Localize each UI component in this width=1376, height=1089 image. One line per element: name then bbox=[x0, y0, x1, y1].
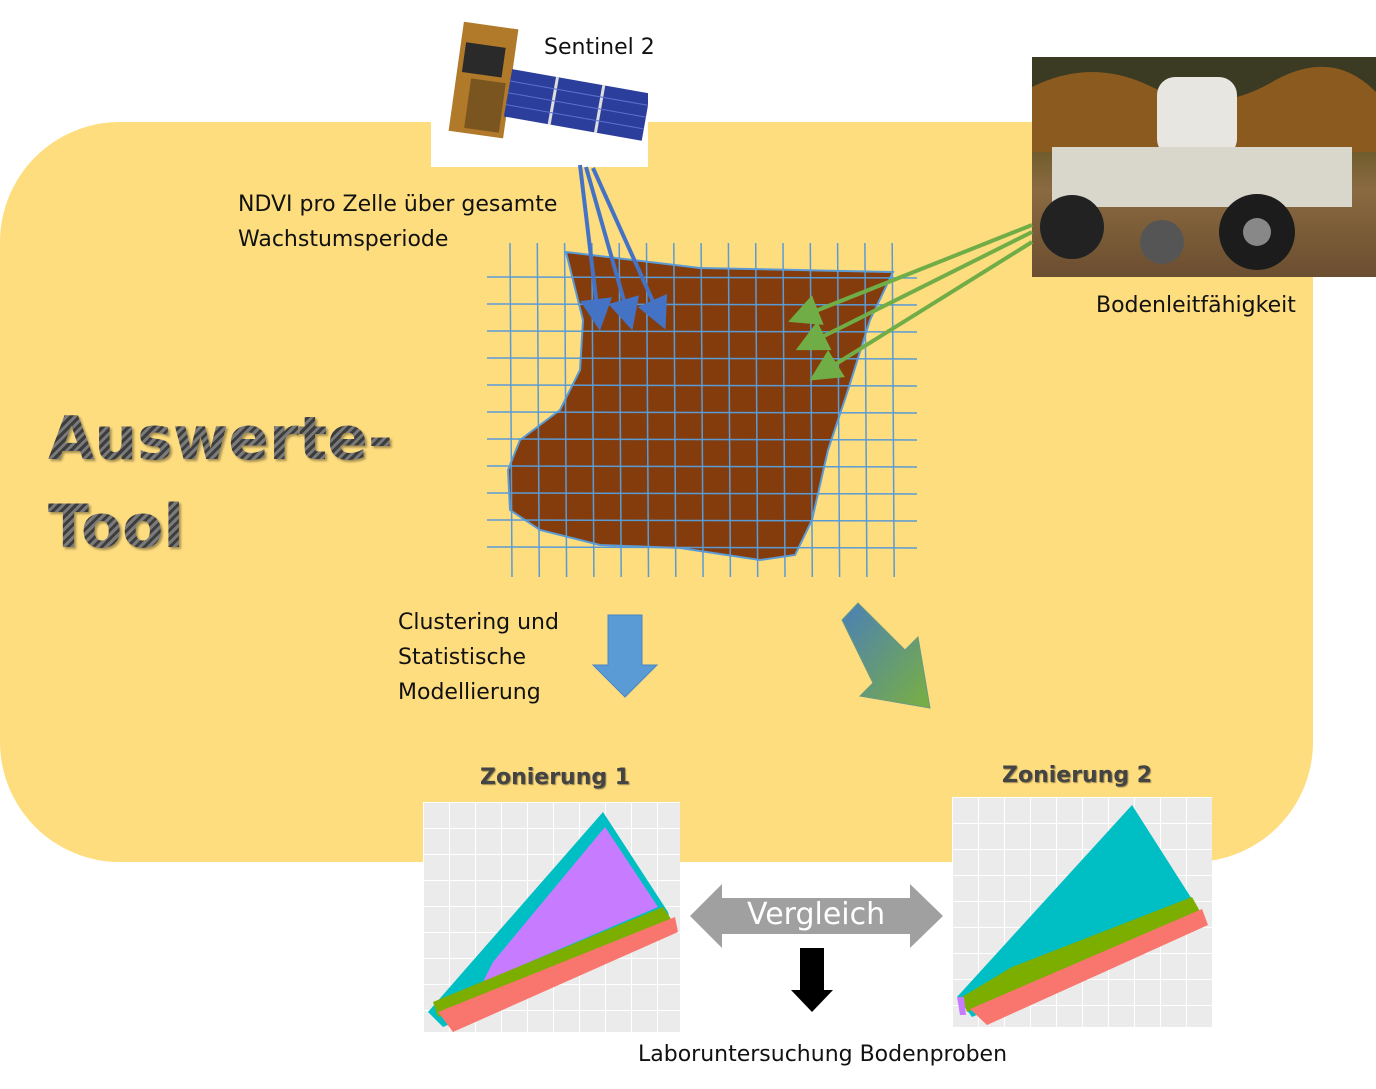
grid-line-vertical bbox=[782, 242, 786, 578]
grid-line-vertical bbox=[673, 242, 677, 578]
result-down-arrow-icon bbox=[791, 948, 833, 1012]
compare-double-arrow-icon bbox=[690, 884, 943, 948]
grid-line-horizontal bbox=[486, 546, 918, 549]
sensor-label: Bodenleitfähigkeit bbox=[1096, 293, 1296, 318]
process-line1: Clustering und bbox=[398, 610, 559, 635]
ndvi-arrow bbox=[584, 166, 640, 331]
satellite-caption-line1: NDVI pro Zelle über gesamte bbox=[238, 192, 558, 217]
soil-sensor-vehicle-photo bbox=[1032, 57, 1376, 277]
satellite-caption: NDVI pro Zelle über gesamte Wachstumsper… bbox=[238, 187, 557, 257]
grid-line-vertical bbox=[700, 242, 704, 578]
grid-line-horizontal bbox=[486, 519, 918, 522]
conductivity-arrows bbox=[788, 223, 1034, 381]
satellite-caption-line2: Wachstumsperiode bbox=[238, 227, 449, 252]
process-line2: Statistische bbox=[398, 645, 527, 670]
satellite-icon bbox=[448, 21, 651, 141]
diagonal-arrow-icon bbox=[841, 602, 931, 709]
grid-line-vertical bbox=[536, 242, 541, 578]
conductivity-arrow bbox=[788, 223, 1033, 325]
compare-label: Vergleich bbox=[747, 897, 886, 932]
ndvi-arrow bbox=[578, 164, 612, 331]
zone-2-title: Zonierung 2 bbox=[1002, 763, 1153, 788]
process-line3: Modellierung bbox=[398, 680, 541, 705]
grid-line-vertical bbox=[864, 242, 868, 578]
result-label: Laboruntersuchung Bodenproben bbox=[638, 1042, 1008, 1067]
grid-line-vertical bbox=[509, 242, 513, 578]
grid-line-vertical bbox=[727, 242, 732, 578]
satellite-label: Sentinel 2 bbox=[544, 35, 655, 60]
grid-lines bbox=[486, 242, 918, 578]
down-arrow-icon bbox=[591, 614, 659, 698]
ndvi-arrow bbox=[591, 167, 668, 330]
grid-line-vertical bbox=[836, 242, 841, 578]
grid-line-vertical bbox=[891, 242, 895, 578]
zone-1-title: Zonierung 1 bbox=[480, 765, 631, 790]
ndvi-arrows bbox=[578, 164, 668, 331]
zone-1-map bbox=[423, 802, 680, 1032]
process-label: Clustering und Statistische Modellierung bbox=[398, 605, 559, 710]
grid-line-vertical bbox=[754, 242, 759, 578]
zone-2-map bbox=[952, 797, 1212, 1027]
conductivity-arrow bbox=[795, 230, 1033, 351]
conductivity-arrow bbox=[809, 240, 1034, 381]
grid-line-vertical bbox=[563, 242, 568, 578]
satellite-image bbox=[431, 0, 651, 167]
